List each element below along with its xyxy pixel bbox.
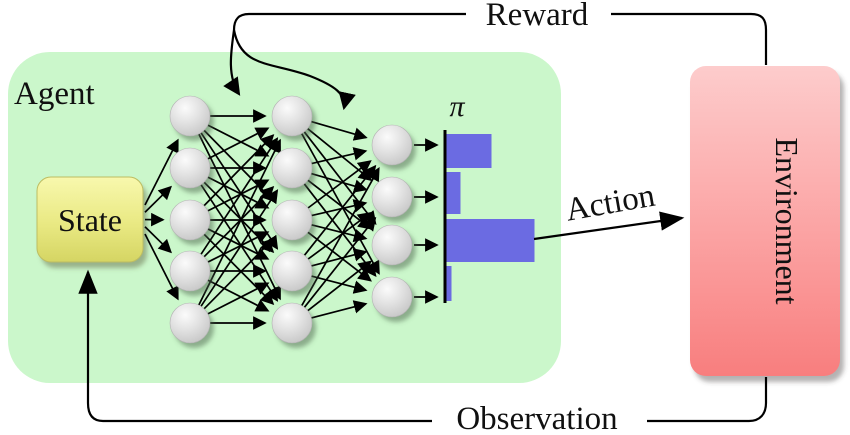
- neuron-node: [271, 147, 313, 189]
- policy-bar: [446, 134, 492, 168]
- network-nodes: [169, 95, 416, 348]
- connection-arrow: [310, 172, 368, 193]
- environment-label: Environment: [769, 137, 805, 304]
- neuron-node: [371, 176, 413, 218]
- connection-arrow: [144, 185, 172, 213]
- neuron-node: [169, 95, 211, 137]
- reward-label: Reward: [486, 0, 589, 33]
- connection-arrow: [200, 137, 279, 255]
- policy-bar: [446, 266, 452, 301]
- connection-arrow: [200, 184, 279, 302]
- connection-arrow: [200, 189, 279, 307]
- connection-arrow: [307, 260, 373, 312]
- observation-line-left: [78, 269, 432, 423]
- neuron-node: [271, 199, 313, 241]
- connection-arrow: [207, 231, 270, 263]
- neuron-node: [169, 147, 211, 189]
- connection-arrow: [203, 185, 275, 258]
- connection-arrow: [203, 237, 275, 310]
- state-label: State: [58, 202, 122, 238]
- connection-arrow: [144, 138, 179, 206]
- neuron-node: [169, 199, 211, 241]
- neuron-node: [371, 276, 413, 318]
- connection-arrow: [303, 216, 377, 308]
- connection-arrow: [307, 212, 372, 260]
- connection-arrow: [207, 127, 270, 160]
- reward-fork-right: [232, 29, 356, 111]
- connection-arrow: [207, 282, 270, 315]
- connection-arrow: [311, 224, 368, 243]
- neuron-node: [169, 302, 211, 344]
- policy-pi-label: π: [449, 90, 465, 123]
- action-label: Action: [563, 178, 658, 229]
- neuron-node: [271, 95, 313, 137]
- environment-box: [690, 66, 840, 376]
- observation-line-right: [647, 377, 768, 423]
- connection-arrow: [311, 275, 368, 294]
- connection-arrow: [311, 199, 368, 217]
- neuron-node: [271, 302, 313, 344]
- connection-arrow: [311, 248, 368, 267]
- connection-arrow: [200, 132, 279, 250]
- connection-arrow: [310, 120, 368, 141]
- neuron-node: [271, 250, 313, 292]
- connection-arrow: [203, 134, 275, 207]
- neuron-node: [169, 250, 211, 292]
- reward-line-right: [611, 12, 768, 65]
- policy-bar: [446, 172, 461, 214]
- neuron-node: [371, 124, 413, 166]
- policy-bar: [446, 219, 535, 262]
- connection-arrow: [207, 279, 270, 312]
- observation-label: Observation: [456, 401, 617, 435]
- connection-arrow: [307, 160, 372, 209]
- connection-arrow: [144, 226, 172, 254]
- action-arrow: [533, 211, 685, 241]
- agent-label: Agent: [14, 76, 95, 112]
- policy-bar-chart: [443, 130, 535, 303]
- connection-arrow: [144, 233, 179, 301]
- connection-arrow: [303, 164, 377, 256]
- network-connections: [144, 109, 439, 330]
- neuron-node: [371, 224, 413, 266]
- state-box: [36, 176, 144, 263]
- connection-arrow: [311, 300, 368, 319]
- connection-arrow: [311, 147, 368, 165]
